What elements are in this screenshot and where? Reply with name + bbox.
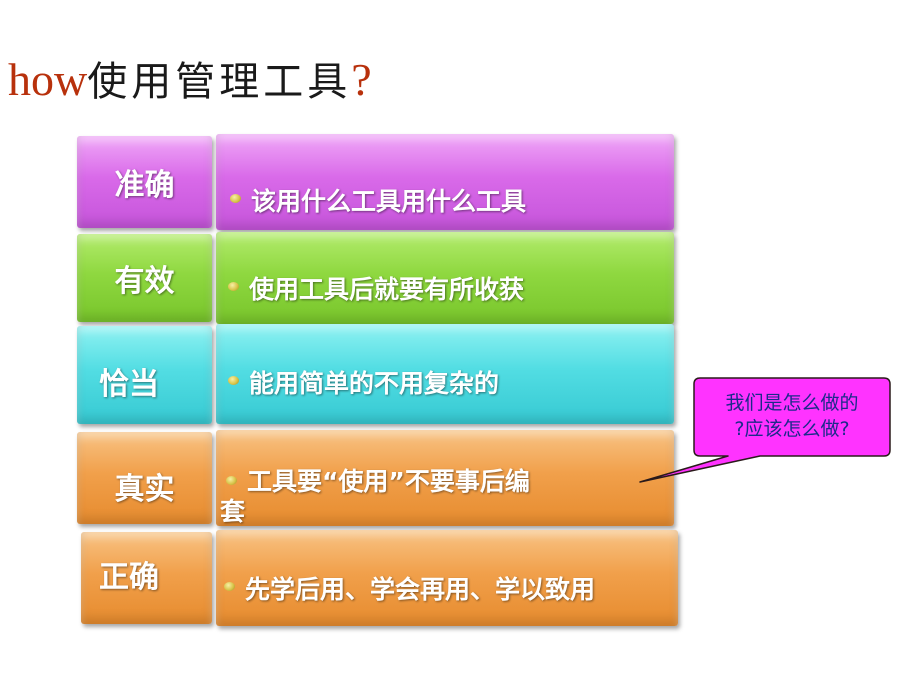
row-content-text-cont: 套 bbox=[220, 497, 246, 526]
title-how: how bbox=[8, 54, 88, 105]
row-content-zhunque: 该用什么工具用什么工具 bbox=[216, 134, 674, 230]
row-label-zhunque: 准确 bbox=[77, 136, 212, 228]
bullet-icon bbox=[224, 581, 235, 591]
row-content-text: 先学后用、学会再用、学以致用 bbox=[245, 575, 596, 604]
callout-line-2: ?应该怎么做? bbox=[734, 418, 850, 440]
row-label-zhenshi: 真实 bbox=[77, 432, 212, 524]
callout-text: 我们是怎么做的 ?应该怎么做? bbox=[692, 390, 892, 442]
title-question-mark: ? bbox=[351, 54, 372, 105]
row-label-text: 正确 bbox=[99, 560, 159, 595]
row-label-qiadang: 恰当 bbox=[77, 326, 212, 424]
bullet-icon bbox=[230, 193, 241, 203]
row-label-text: 真实 bbox=[114, 472, 175, 507]
row-content-text: 使用工具后就要有所收获 bbox=[249, 275, 525, 304]
row-label-text: 有效 bbox=[114, 264, 175, 299]
title-main: 使用管理工具 bbox=[87, 59, 352, 105]
row-label-text: 恰当 bbox=[99, 367, 159, 402]
row-content-qiadang: 能用简单的不用复杂的 bbox=[216, 324, 674, 424]
row-content-youxiao: 使用工具后就要有所收获 bbox=[216, 232, 674, 324]
callout-line-1: 我们是怎么做的 bbox=[725, 392, 859, 414]
page-title: how使用管理工具? bbox=[8, 50, 372, 110]
row-content-text: 工具要“使用”不要事后编 bbox=[247, 467, 530, 496]
row-label-zhengque: 正确 bbox=[81, 532, 212, 624]
bullet-icon bbox=[228, 375, 239, 385]
row-content-zhenshi: 工具要“使用”不要事后编 套 bbox=[216, 430, 674, 526]
row-content-text: 能用简单的不用复杂的 bbox=[249, 369, 500, 398]
row-label-youxiao: 有效 bbox=[77, 234, 212, 322]
row-content-text: 该用什么工具用什么工具 bbox=[251, 187, 527, 216]
bullet-icon bbox=[228, 281, 239, 291]
row-label-text: 准确 bbox=[114, 168, 175, 203]
row-content-zhengque: 先学后用、学会再用、学以致用 bbox=[216, 530, 678, 626]
bullet-icon bbox=[226, 475, 237, 485]
